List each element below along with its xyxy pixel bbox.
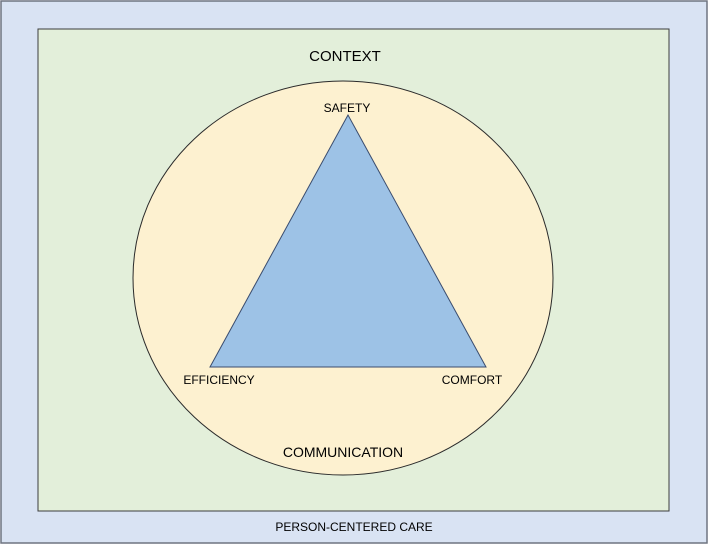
comfort-label: COMFORT	[442, 373, 503, 387]
person-centered-care-label: PERSON-CENTERED CARE	[275, 520, 432, 534]
communication-label: COMMUNICATION	[283, 444, 403, 460]
care-triangle	[209, 113, 487, 368]
context-label: CONTEXT	[309, 48, 381, 65]
efficiency-label: EFFICIENCY	[183, 373, 254, 387]
safety-label: SAFETY	[324, 101, 371, 115]
